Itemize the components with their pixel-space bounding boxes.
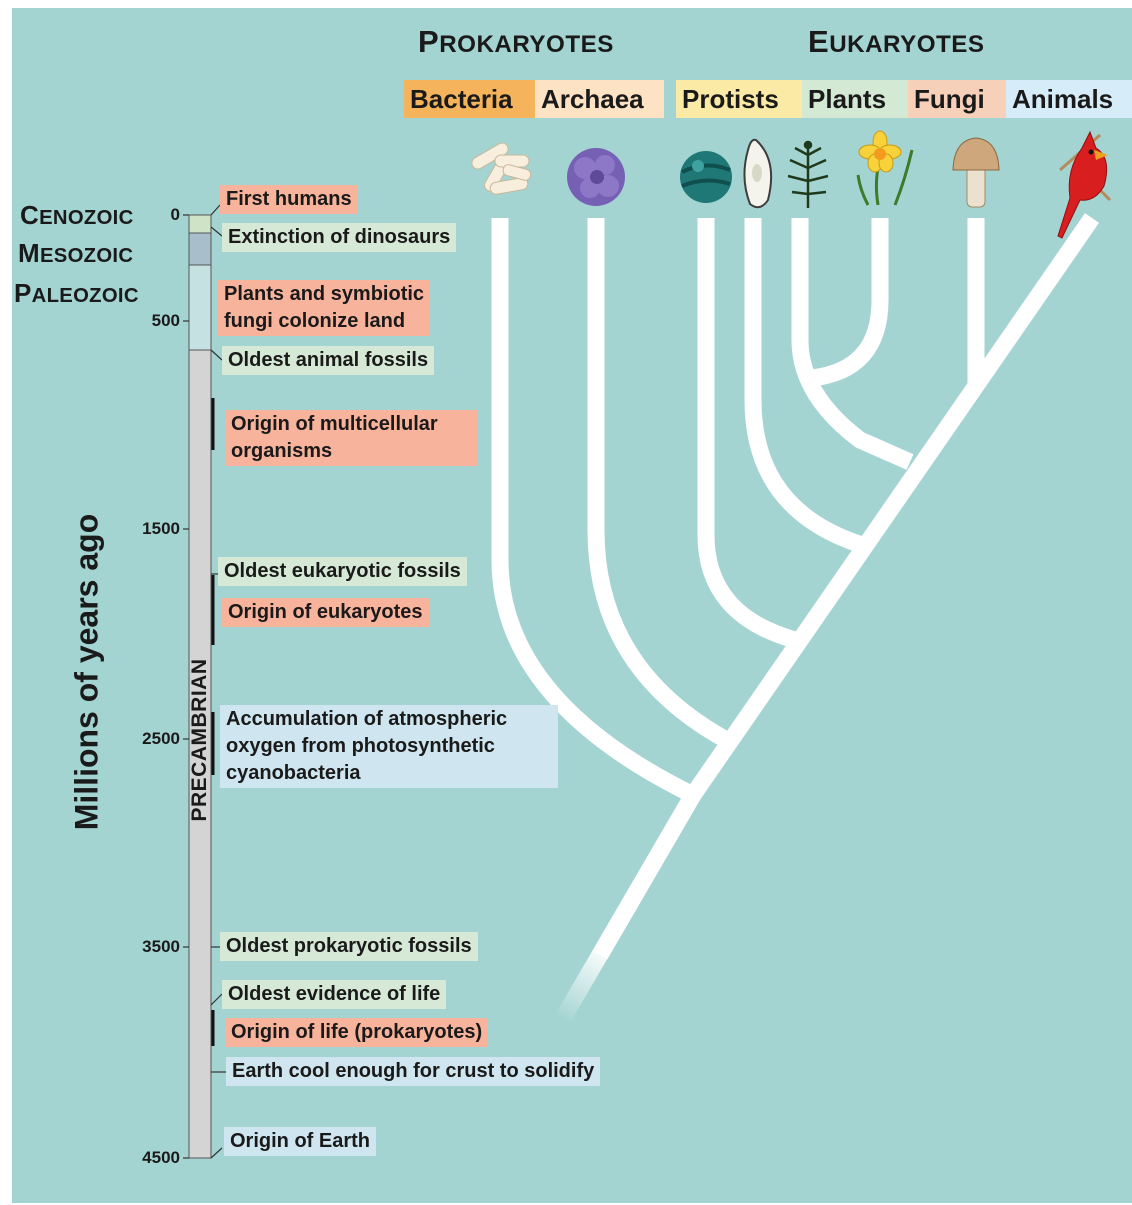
tick-label: 3500 [142,937,180,956]
group-tag-animals: Animals [1006,80,1132,118]
branch-fern [791,218,914,470]
event-plants-fungi-colonize-land: Plants and symbiotic fungi colonize land [218,280,431,336]
event-origin-multicellular: Origin of multicellular organisms [225,410,477,466]
group-tag-plants: Plants [802,80,908,118]
mesozoic-band [188,232,212,266]
era-cenozoic: CENOZOIC [20,200,134,231]
archaea-cell-icon [567,148,625,206]
event-line: Plants and symbiotic [224,283,425,305]
branch-trunk-lower [592,790,701,960]
event-line: Accumulation of atmospheric [226,708,508,730]
geologic-time-bar [188,214,212,1159]
branch-trunk [686,213,1099,800]
paleozoic-band [188,264,212,351]
protist-diatom-icon [680,151,732,203]
protist-paramecium-icon [743,138,773,209]
eukaryotes-header: EUKARYOTES [808,24,985,60]
era-precambrian: PRECAMBRIAN [188,658,211,822]
branch-protist-paramecium [744,218,865,554]
event-extinction-dinosaurs: Extinction of dinosaurs [222,223,457,252]
axis-tick-marks [183,214,189,1159]
cardinal-bird-icon [1057,130,1112,239]
mushroom-icon [952,137,1000,208]
group-tag-fungi: Fungi [908,80,1006,118]
event-line: oxygen from photosynthetic [226,735,495,757]
era-mesozoic: MESOZOIC [18,238,133,269]
event-oldest-eukaryotic-fossils: Oldest eukaryotic fossils [218,557,467,586]
era-paleozoic: PALEOZOIC [14,278,139,309]
event-line: fungi colonize land [224,310,406,332]
event-atmospheric-oxygen: Accumulation of atmospheric oxygen from … [220,705,558,788]
event-origin-eukaryotes: Origin of eukaryotes [222,598,429,627]
precambrian-band [188,349,212,1159]
event-oldest-evidence-life: Oldest evidence of life [222,980,447,1009]
branch-daffodil [810,218,889,387]
prokaryotes-header: PROKARYOTES [418,24,614,60]
tick-label: 4500 [142,1148,180,1167]
event-earth-cool: Earth cool enough for crust to solidify [226,1057,601,1086]
branch-protist-diatom [697,218,798,649]
y-axis-label: Millions of years ago [68,513,105,831]
group-tag-archaea: Archaea [535,80,664,118]
event-line: organisms [231,440,333,462]
tick-label: 0 [170,205,180,224]
era-mesozoic-text: MESOZOIC [18,238,134,268]
bacteria-cells-icon [471,142,532,195]
event-oldest-animal-fossils: Oldest animal fossils [222,346,435,375]
cenozoic-band [188,214,212,234]
era-paleozoic-text: PALEOZOIC [14,278,139,308]
group-tag-bacteria: Bacteria [404,80,535,118]
event-first-humans: First humans [220,185,358,214]
tick-label: 500 [151,311,180,330]
phylogenetic-tree [491,213,1099,1023]
event-leader-lines [210,204,226,1159]
eukaryotes-header-text: EUKARYOTES [808,24,985,59]
fern-icon [787,140,829,208]
prokaryotes-header-text: PROKARYOTES [418,24,614,59]
era-cenozoic-text: CENOZOIC [20,200,134,230]
tick-label: 1500 [142,519,180,538]
event-oldest-prokaryotic-fossils: Oldest prokaryotic fossils [220,932,478,961]
event-origin-life: Origin of life (prokaryotes) [225,1018,489,1047]
tick-label: 2500 [142,729,180,748]
group-tag-protists: Protists [676,80,802,118]
branch-archaea [587,218,735,750]
daffodil-icon [856,130,914,206]
event-line: cyanobacteria [226,762,361,784]
branch-bacteria [491,218,697,803]
event-line: Origin of multicellular [231,413,438,435]
event-origin-earth: Origin of Earth [224,1127,376,1156]
